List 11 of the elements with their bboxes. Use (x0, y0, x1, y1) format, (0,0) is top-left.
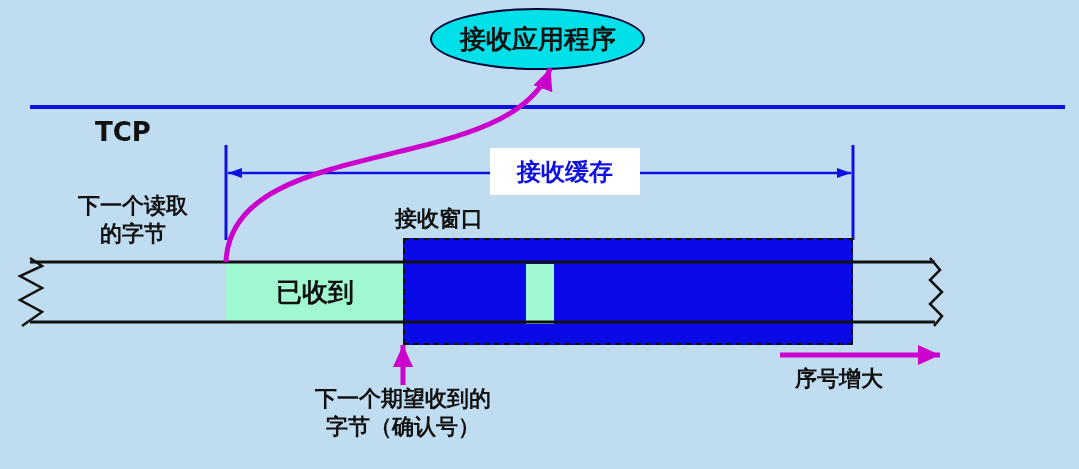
arrow (393, 345, 413, 385)
ellipse-node: 接收应用程序 (430, 8, 645, 70)
annotation-text: 下一个读取的字节 (77, 192, 189, 248)
received-segment (526, 264, 554, 324)
window-label: 接收窗口 (395, 205, 483, 233)
layer-label: TCP (95, 118, 151, 146)
direction-label: 序号增大 (795, 365, 883, 393)
arrow (223, 66, 553, 263)
annotation-text: 下一个期望收到的字节（确认号） (313, 385, 493, 447)
dimension-label: 接收缓存 (490, 148, 640, 195)
received-segment: 已收到 (226, 262, 403, 322)
